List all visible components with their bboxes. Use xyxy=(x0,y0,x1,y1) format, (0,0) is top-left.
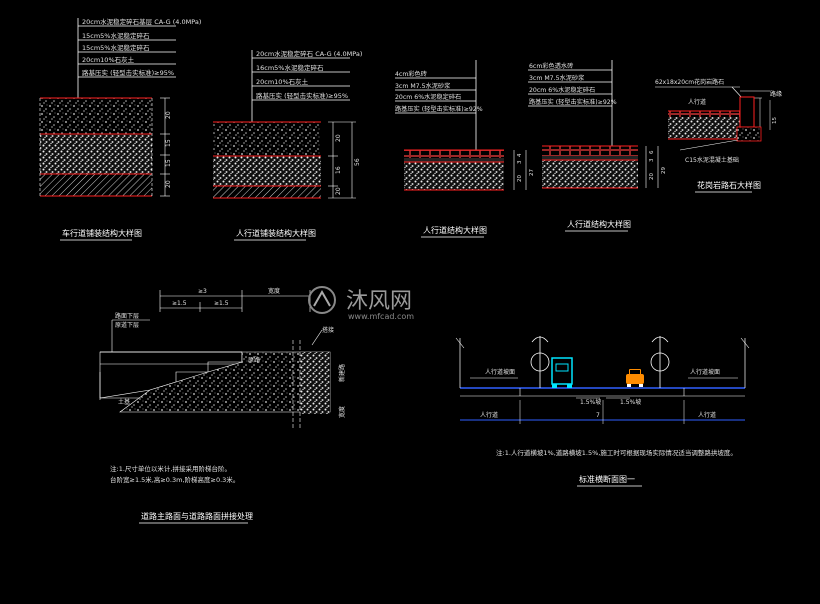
p4-caption: 人行道结构大样图 xyxy=(567,219,631,229)
p7-dim-mid: 7 xyxy=(596,412,600,419)
p6-label-3: 土基 xyxy=(118,398,130,406)
panel-6-road-joint: ≥3 ≥1.5 ≥1.5 宽度 路面下层 原道下层 搭接 原路 土基 新建路 宽… xyxy=(99,287,346,524)
p1-dim-2: 15 xyxy=(165,139,172,147)
p3-dim-total: 27 xyxy=(529,169,535,176)
p1-layer-1: 20cm水泥稳定碎石基层 CA-G (4.0MPa) xyxy=(82,17,201,26)
watermark: 沐风网 www.mfcad.com xyxy=(300,282,500,322)
p7-slope-left: 1.5%坡 xyxy=(580,398,601,406)
p6-label-6: 新建路 xyxy=(338,364,346,382)
p4-layer-3: 20cm 6%水泥稳定碎石 xyxy=(529,86,595,94)
p6-dim-d: 宽度 xyxy=(268,287,280,295)
p6-note-1: 注:1.尺寸单位以米计,拼接采用阶梯台阶。 xyxy=(110,464,231,473)
p3-dim-3: 20 xyxy=(517,175,523,182)
p1-dim-3: 15 xyxy=(165,159,172,167)
p6-label-2: 原道下层 xyxy=(115,321,139,329)
p3-caption: 人行道结构大样图 xyxy=(423,225,487,235)
p4-dim-2: 3 xyxy=(649,158,655,162)
p7-slope-right: 1.5%坡 xyxy=(620,398,641,406)
p6-label-1: 路面下层 xyxy=(115,312,139,320)
p1-dim-1: 20 xyxy=(165,111,172,119)
p5-top-label: 62x18x20cm花岗岩路石 xyxy=(655,78,724,86)
p2-layer-4: 路基压实 (轻型击实标准)≥95% xyxy=(256,91,348,100)
watermark-text: 沐风网 xyxy=(346,289,412,314)
p4-layer-1: 6cm彩色透水砖 xyxy=(529,62,573,70)
p3-layer-4: 路基压实 (轻型击实标准)≥92% xyxy=(395,105,483,113)
p3-dim-2: 3 xyxy=(517,160,523,164)
p1-layer-5: 路基压实 (轻型击实标准)≥95% xyxy=(82,68,174,77)
truck-icon xyxy=(551,357,573,388)
p2-layer-1: 20cm水泥稳定碎石 CA-G (4.0MPa) xyxy=(256,49,362,58)
p4-layer-4: 路基压实 (轻型击实标准)≥92% xyxy=(529,98,617,106)
car-icon xyxy=(626,369,644,387)
p5-dim: 15 xyxy=(772,117,778,124)
p5-bottom-label: C15水泥混凝土基础 xyxy=(685,156,739,164)
p1-layer-4: 20cm10%石灰土 xyxy=(82,55,135,64)
panel-5-curb-detail: 62x18x20cm花岗岩路石 路缘 人行道 15 C15水泥混凝土基础 花岗岩… xyxy=(655,78,782,193)
p7-right-label: 人行道坡面 xyxy=(690,368,720,376)
p7-dim-right: 人行道 xyxy=(698,411,716,419)
p6-dim-b: ≥1.5 xyxy=(172,300,187,307)
p3-layer-1: 4cm彩色砖 xyxy=(395,70,427,78)
tree-right-icon xyxy=(650,336,670,388)
p5-left-label: 人行道 xyxy=(688,98,706,106)
panel-1-pavement-detail: 20cm水泥稳定碎石基层 CA-G (4.0MPa) 15cm5%水泥稳定碎石 … xyxy=(39,17,201,241)
p6-caption: 道路主路面与道路路面拼接处理 xyxy=(141,511,253,521)
p7-caption: 标准横断面图一 xyxy=(579,474,635,484)
p1-layer-3: 15cm5%水泥稳定碎石 xyxy=(82,43,150,52)
p5-caption: 花岗岩路石大样图 xyxy=(697,180,761,190)
p2-dim-1: 20 xyxy=(335,134,342,142)
p6-note-2: 台阶宽≥1.5米,高≥0.3m,阶梯高度≥0.3米。 xyxy=(110,475,239,484)
tree-left-icon xyxy=(530,336,550,388)
p7-dim-left: 人行道 xyxy=(480,411,498,419)
p6-dim-a: ≥3 xyxy=(198,288,207,295)
p5-right-label: 路缘 xyxy=(770,90,782,98)
p7-left-label: 人行道坡面 xyxy=(485,368,515,376)
p4-dim-total: 29 xyxy=(661,167,667,174)
p7-note: 注:1.人行道横坡1%,道路横坡1.5%,施工时可根据现场实际情况适当调整路拱坡… xyxy=(496,448,737,457)
p2-layer-2: 16cm5%水泥稳定碎石 xyxy=(256,63,324,72)
p6-label-4: 搭接 xyxy=(322,326,334,334)
p6-label-5: 原路 xyxy=(248,356,260,364)
p2-dim-2: 16 xyxy=(335,166,342,174)
p1-dim-4: 20 xyxy=(165,180,172,188)
p2-caption: 人行道铺装结构大样图 xyxy=(236,228,316,238)
p2-layer-3: 20cm10%石灰土 xyxy=(256,77,309,86)
p4-dim-3: 20 xyxy=(649,173,655,180)
p6-dim-c: ≥1.5 xyxy=(214,300,229,307)
p1-caption: 车行道铺装结构大样图 xyxy=(62,228,142,238)
panel-7-cross-section: 人行道坡面 人行道坡面 1.5%坡 1.5%坡 xyxy=(455,336,750,487)
watermark-url: www.mfcad.com xyxy=(348,312,414,321)
panel-4-sidewalk-detail: 6cm彩色透水砖 3cm M7.5水泥砂浆 20cm 6%水泥稳定碎石 路基压实… xyxy=(528,60,667,232)
panel-3-sidewalk-detail: 4cm彩色砖 3cm M7.5水泥砂浆 20cm 6%水泥稳定碎石 路基压实 (… xyxy=(395,60,535,238)
p2-dim-3: 20 xyxy=(335,187,342,195)
p6-dim-e: 宽度 xyxy=(338,406,346,418)
panel-2-pavement-detail: 20cm水泥稳定碎石 CA-G (4.0MPa) 16cm5%水泥稳定碎石 20… xyxy=(213,49,362,241)
p3-layer-2: 3cm M7.5水泥砂浆 xyxy=(395,82,450,90)
p3-dim-1: 4 xyxy=(517,153,523,157)
p1-layer-2: 15cm5%水泥稳定碎石 xyxy=(82,31,150,40)
p2-dim-total: 56 xyxy=(354,158,361,166)
p4-dim-1: 6 xyxy=(649,150,655,154)
p4-layer-2: 3cm M7.5水泥砂浆 xyxy=(529,74,584,82)
p3-layer-3: 20cm 6%水泥稳定碎石 xyxy=(395,93,461,101)
watermark-logo-icon: 沐风网 www.mfcad.com xyxy=(308,286,414,321)
